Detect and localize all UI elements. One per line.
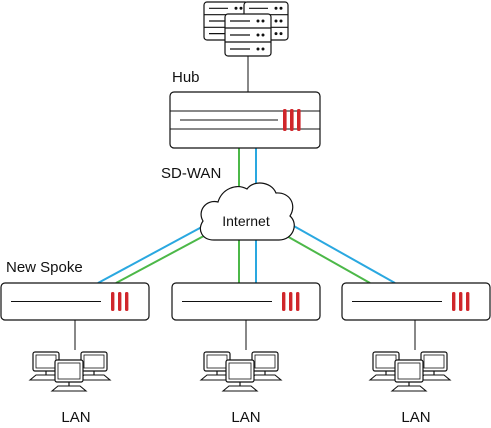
- hub-label: Hub: [172, 69, 200, 86]
- internet-label: Internet: [222, 213, 270, 229]
- right-spoke-link-blue: [291, 224, 396, 284]
- lan-computers-icon: [199, 351, 283, 392]
- sdwan-label: SD-WAN: [161, 165, 221, 182]
- lan-label-2: LAN: [231, 409, 260, 426]
- server-stack-icon: [203, 1, 289, 57]
- lan-label-1: LAN: [61, 409, 90, 426]
- connection-lines: [74, 55, 416, 350]
- lan-computers-icon: [28, 351, 112, 392]
- left-spoke-link-green: [115, 229, 216, 284]
- internet-cloud-icon: [199, 182, 295, 241]
- left-spoke-link-blue: [97, 221, 212, 284]
- right-spoke-firewall-icon: [341, 282, 491, 321]
- lan-label-3: LAN: [401, 409, 430, 426]
- middle-spoke-firewall-icon: [171, 282, 321, 321]
- new-spoke-label: New Spoke: [6, 259, 83, 276]
- lan-computers-icon: [368, 351, 452, 392]
- right-spoke-link-green: [284, 234, 371, 284]
- hub-firewall-icon: [169, 91, 321, 149]
- new-spoke-firewall-icon: [0, 282, 150, 321]
